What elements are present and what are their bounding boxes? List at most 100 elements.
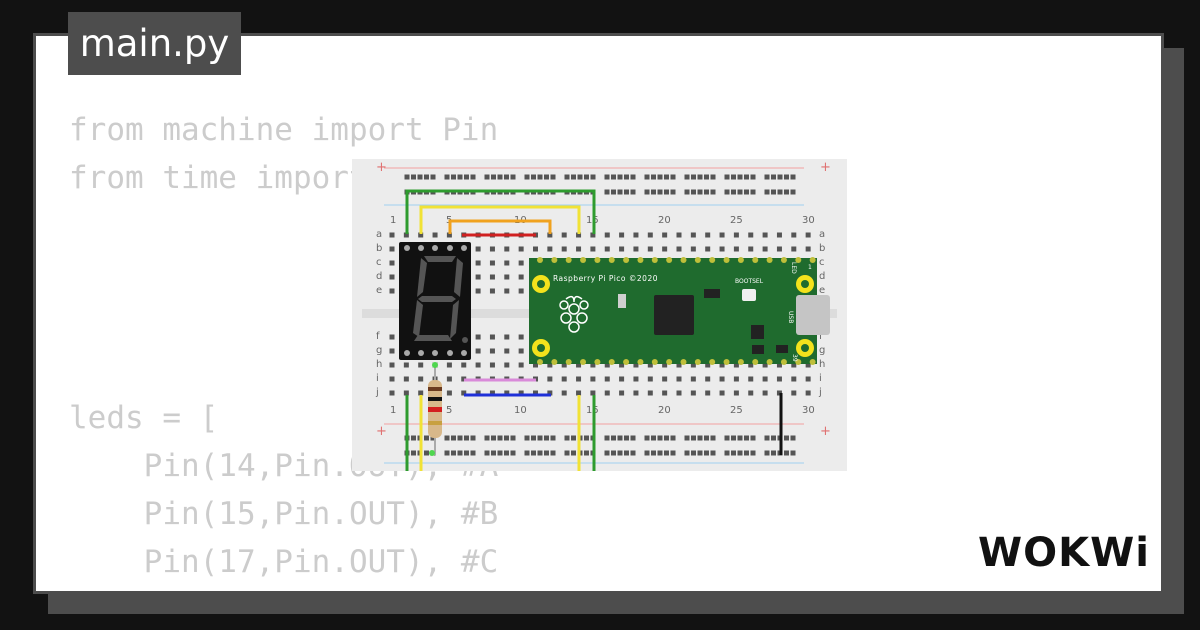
breadboard-hole: [724, 435, 730, 441]
breadboard-hole: [451, 450, 456, 456]
breadboard-hole: [719, 246, 725, 252]
breadboard-hole: [464, 174, 469, 180]
breadboard-hole: [475, 348, 481, 354]
row-labels: a b c d e f g h i j a b c d e f g h i j: [375, 229, 825, 398]
pin-label: 39: [791, 354, 798, 362]
breadboard-hole: [733, 246, 739, 252]
breadboard-hole: [704, 174, 709, 180]
breadboard-hole: [518, 334, 524, 340]
breadboard-hole: [604, 174, 610, 180]
pico-pin: [537, 257, 543, 263]
breadboard-hole: [604, 450, 610, 456]
breadboard-hole: [684, 174, 690, 180]
breadboard-hole: [590, 246, 596, 252]
breadboard-hole: [691, 450, 696, 456]
pico-pin: [580, 359, 587, 365]
column-label: 15: [586, 405, 599, 416]
breadboard-hole: [470, 435, 476, 441]
breadboard-hole: [750, 450, 756, 456]
breadboard-hole: [524, 174, 530, 180]
breadboard-hole: [564, 450, 570, 456]
breadboard-hole: [604, 435, 610, 441]
pico-pin: [666, 257, 673, 263]
breadboard-hole: [690, 376, 696, 382]
pico-pin: [709, 359, 716, 365]
rp2040-chip: [654, 295, 694, 335]
breadboard-hole: [491, 435, 496, 441]
breadboard-hole: [784, 450, 789, 456]
row-label: e: [819, 285, 825, 296]
wire-yellow-top[interactable]: [419, 205, 581, 234]
bootsel-button[interactable]: [742, 289, 756, 301]
breadboard-hole: [404, 174, 410, 180]
raspberry-pi-pico[interactable]: Raspberry Pi Pico ©2020 BOOTSEL USB LED …: [529, 257, 830, 365]
breadboard-hole: [590, 390, 596, 396]
breadboard-hole: [504, 274, 510, 280]
circuit-diagram[interactable]: + + + + 1 5 10 15 20 25 30 1 5 10 15 20 …: [352, 159, 847, 471]
breadboard-hole: [518, 274, 524, 280]
pico-pin: [780, 257, 787, 263]
breadboard-hole: [776, 362, 782, 368]
breadboard-hole: [561, 362, 567, 368]
row-label: i: [376, 373, 379, 384]
breadboard-hole: [657, 435, 663, 441]
breadboard-hole: [418, 232, 424, 238]
breadboard-hole: [576, 362, 582, 368]
breadboard-hole: [737, 435, 743, 441]
pico-pin: [737, 359, 744, 365]
row-label: b: [376, 243, 382, 254]
breadboard-hole: [571, 435, 576, 441]
pico-pin: [809, 257, 816, 263]
breadboard-hole: [561, 390, 567, 396]
breadboard-hole: [446, 232, 452, 238]
breadboard-hole: [489, 362, 495, 368]
pico-component: [704, 289, 720, 298]
breadboard-hole: [684, 450, 690, 456]
breadboard-hole: [619, 362, 625, 368]
breadboard-hole: [805, 390, 811, 396]
breadboard-hole: [633, 246, 639, 252]
seven-segment-display[interactable]: [399, 242, 471, 360]
resistor[interactable]: [428, 362, 442, 456]
breadboard-hole: [518, 246, 524, 252]
row-label: a: [819, 229, 825, 240]
row-label: c: [376, 257, 382, 268]
breadboard-hole: [518, 362, 524, 368]
breadboard-hole: [451, 174, 456, 180]
wire-orange-top[interactable]: [448, 219, 552, 234]
breadboard-hole: [470, 450, 476, 456]
breadboard-hole: [518, 348, 524, 354]
wire-green-top[interactable]: [405, 189, 596, 234]
breadboard-hole: [418, 376, 424, 382]
usb-port[interactable]: [796, 295, 830, 335]
breadboard-hole: [484, 174, 490, 180]
breadboard-hole: [805, 232, 811, 238]
breadboard-hole: [464, 450, 469, 456]
breadboard-hole: [624, 189, 629, 195]
filename-tab[interactable]: main.py: [68, 12, 241, 75]
wire-green-bottom[interactable]: [405, 395, 596, 471]
code-line: Pin(17,Pin.OUT), #C: [69, 544, 499, 580]
breadboard-hole: [762, 376, 768, 382]
breadboard-hole: [805, 246, 811, 252]
breadboard-hole: [576, 376, 582, 382]
breadboard-hole: [537, 174, 543, 180]
row-label: g: [376, 345, 382, 356]
breadboard-hole: [676, 362, 682, 368]
pico-pin: [737, 257, 744, 263]
pico-pin: [637, 257, 644, 263]
pico-pin: [766, 359, 773, 365]
code-line: Pin(16,Pin.OUT), #D: [69, 586, 498, 591]
breadboard-hole: [791, 362, 797, 368]
breadboard-hole: [784, 435, 789, 441]
wokwi-logo[interactable]: WOKWi: [978, 528, 1150, 574]
breadboard-hole: [662, 246, 668, 252]
wire-yellow-bottom[interactable]: [419, 395, 581, 471]
breadboard-hole: [657, 450, 663, 456]
breadboard-hole: [561, 232, 567, 238]
breadboard-hole: [518, 288, 524, 294]
breadboard-hole: [547, 232, 553, 238]
breadboard-hole: [504, 390, 510, 396]
column-label: 10: [514, 405, 527, 416]
breadboard-hole: [403, 362, 409, 368]
